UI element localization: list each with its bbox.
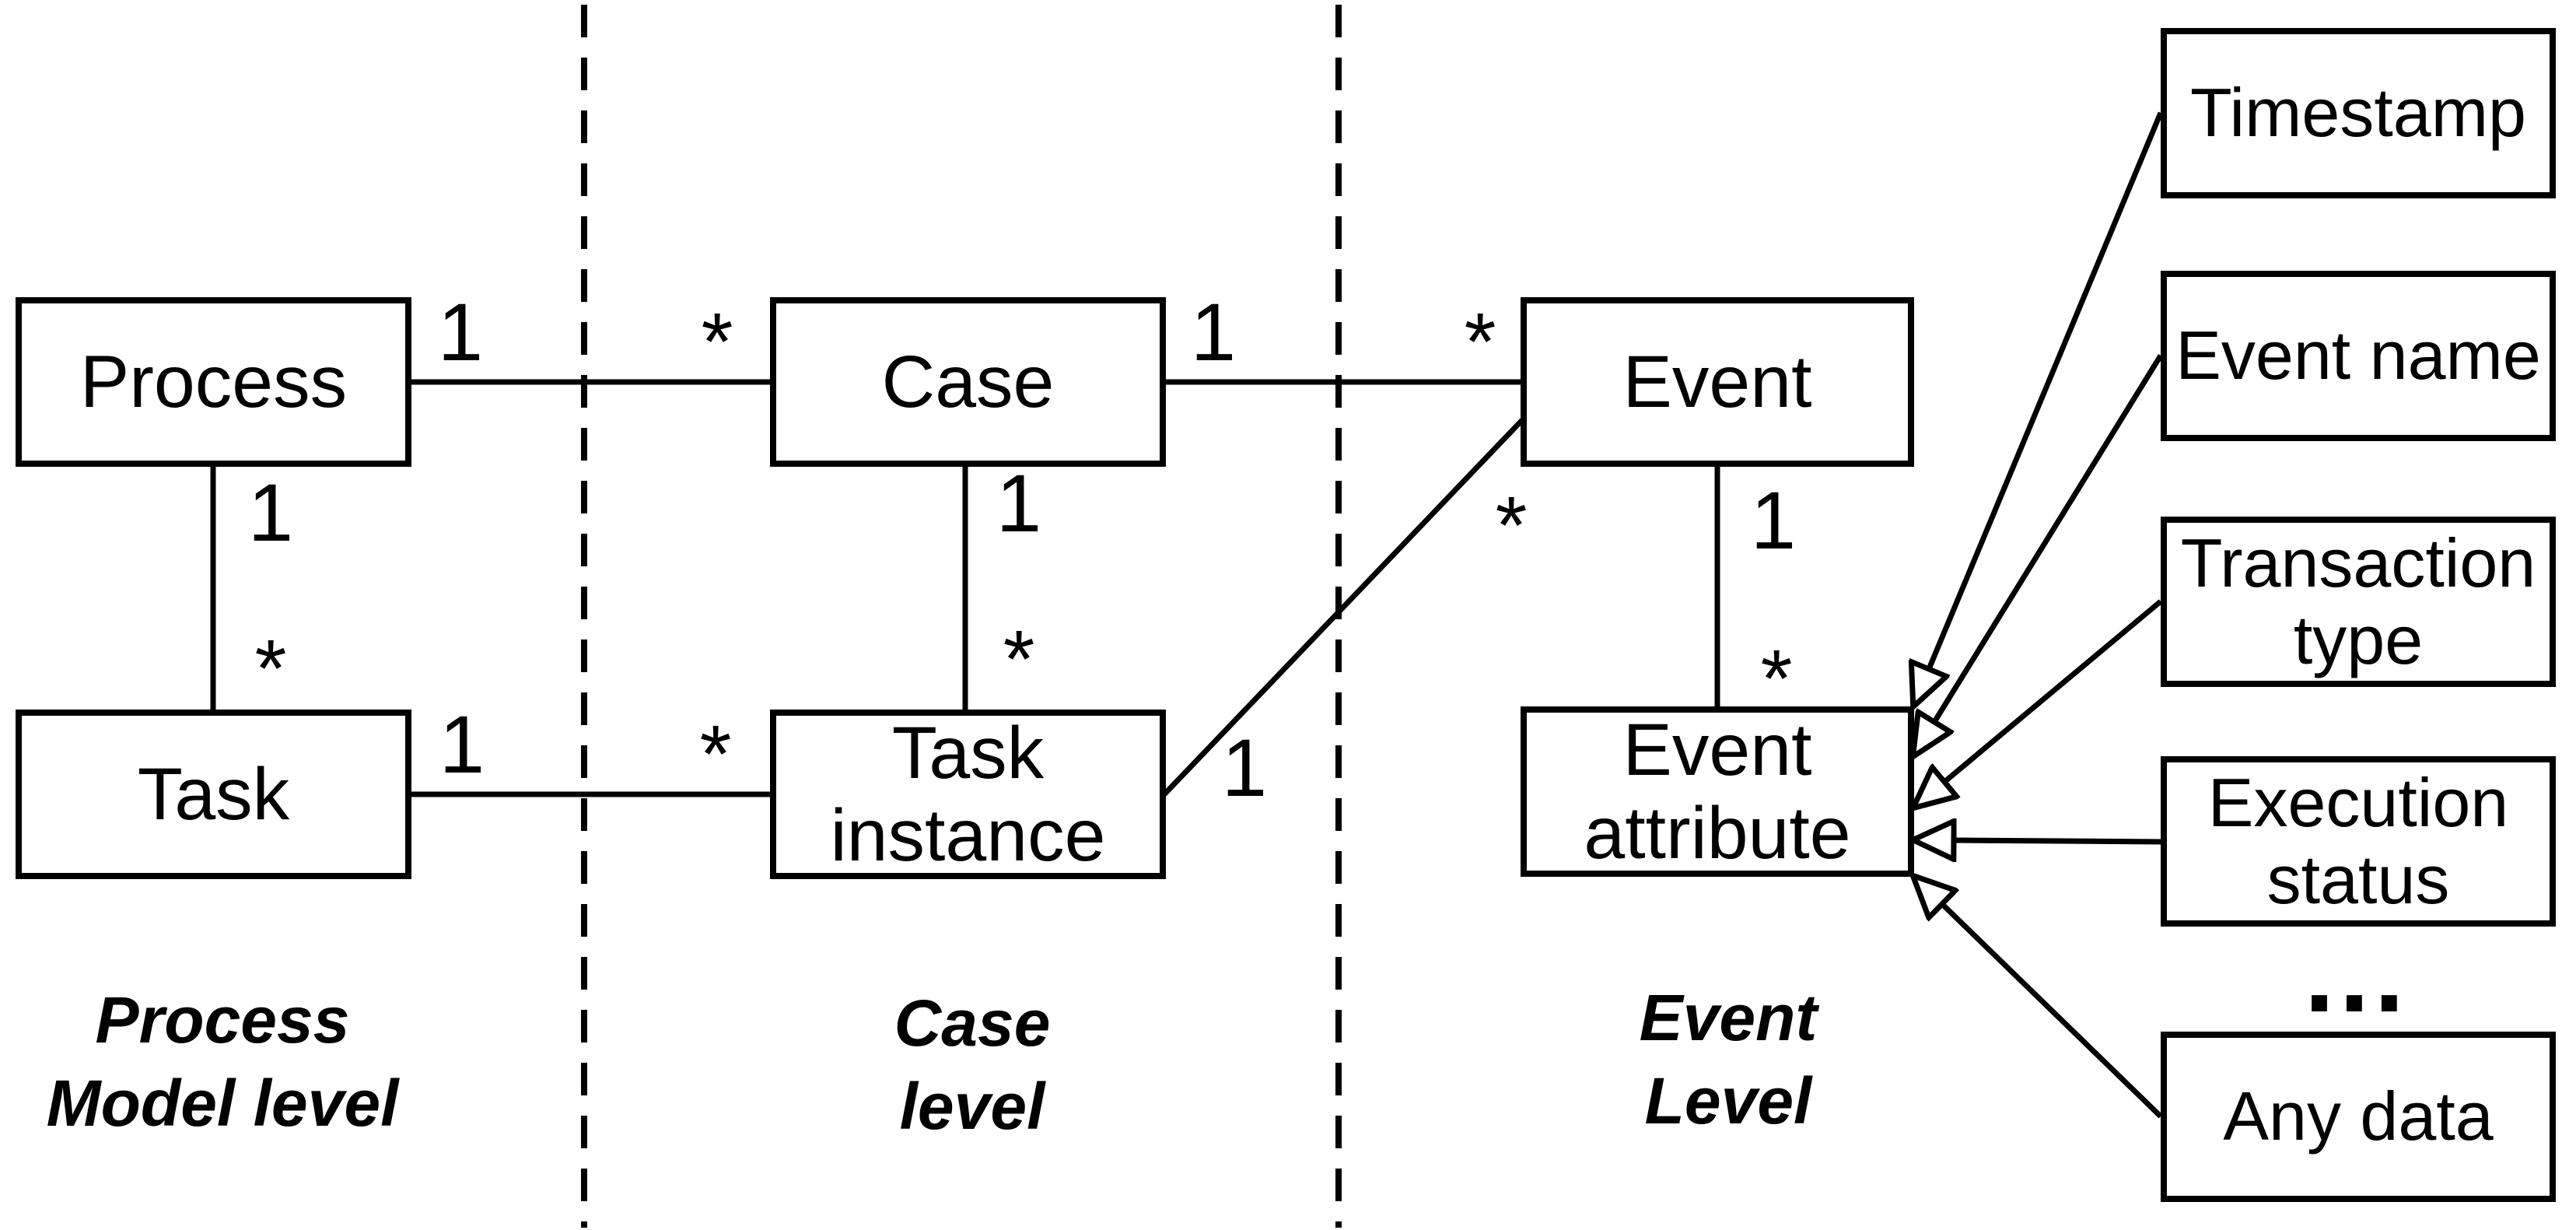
task-box: Task xyxy=(16,710,411,879)
event-box: Event xyxy=(1521,297,1914,467)
multiplicity-case-taskinstance-target: * xyxy=(1003,614,1035,705)
case-level-line2: level xyxy=(899,1069,1045,1143)
case-label: Case xyxy=(881,340,1055,423)
event-attribute-box: Event attribute xyxy=(1521,706,1914,877)
event-label: Event xyxy=(1622,340,1812,423)
execution-status-label-line2: status xyxy=(2266,840,2450,918)
multiplicity-event-eventattribute-target: * xyxy=(1760,633,1793,724)
process-box: Process xyxy=(16,297,411,467)
association-taskinstance-event xyxy=(1162,418,1524,797)
generalization-timestamp xyxy=(1929,111,2164,669)
any-data-label: Any data xyxy=(2223,1078,2494,1155)
transaction-type-label-line2: type xyxy=(2293,601,2424,678)
event-attribute-label-line2: attribute xyxy=(1584,791,1851,874)
multiplicity-case-event-source: 1 xyxy=(1190,287,1237,378)
process-model-level-line2: Model level xyxy=(46,1066,399,1140)
transaction-type-label-line1: Transaction xyxy=(2180,524,2536,601)
event-level-line2: Level xyxy=(1644,1064,1812,1137)
execution-status-box: Execution status xyxy=(2161,756,2556,927)
task-instance-label-line1: Task xyxy=(891,711,1045,794)
task-instance-label-line2: instance xyxy=(830,794,1106,877)
timestamp-box: Timestamp xyxy=(2161,28,2556,198)
multiplicity-process-task-target: * xyxy=(254,623,287,714)
task-instance-box: Task instance xyxy=(770,710,1166,879)
multiplicity-case-taskinstance-source: 1 xyxy=(996,458,1042,549)
process-model-level-line1: Process xyxy=(95,983,350,1057)
multiplicity-process-task-source: 1 xyxy=(247,468,294,559)
transaction-type-box: Transaction type xyxy=(2161,517,2556,687)
event-name-box: Event name xyxy=(2161,271,2556,441)
case-level-line1: Case xyxy=(894,986,1051,1060)
execution-status-label-line1: Execution xyxy=(2207,763,2509,841)
multiplicity-case-event-target: * xyxy=(1464,296,1496,387)
task-label: Task xyxy=(137,752,290,836)
generalization-any-data xyxy=(1942,904,2163,1119)
generalization-execution-status xyxy=(1954,840,2161,842)
event-attribute-label-line1: Event xyxy=(1622,709,1812,792)
multiplicity-taskinstance-event-target: * xyxy=(1495,480,1528,571)
multiplicity-process-case-source: 1 xyxy=(437,287,484,378)
multiplicity-task-taskinstance-source: 1 xyxy=(439,699,485,790)
event-name-label: Event name xyxy=(2175,317,2541,394)
multiplicity-task-taskinstance-target: * xyxy=(699,709,732,800)
any-data-box: Any data xyxy=(2161,1032,2556,1202)
process-label: Process xyxy=(79,340,348,423)
multiplicity-process-case-target: * xyxy=(701,296,733,387)
process-model-level-label: Process Model level xyxy=(0,979,464,1144)
case-level-label: Case level xyxy=(731,982,1213,1148)
timestamp-label: Timestamp xyxy=(2190,74,2526,152)
case-box: Case xyxy=(770,297,1166,467)
multiplicity-event-eventattribute-source: 1 xyxy=(1750,475,1797,566)
generalization-transaction-type xyxy=(1944,599,2163,782)
event-level-line1: Event xyxy=(1639,981,1818,1054)
multiplicity-taskinstance-event-source: 1 xyxy=(1221,723,1268,814)
event-level-label: Event Level xyxy=(1487,976,1969,1142)
generalization-event-name xyxy=(1934,354,2163,722)
